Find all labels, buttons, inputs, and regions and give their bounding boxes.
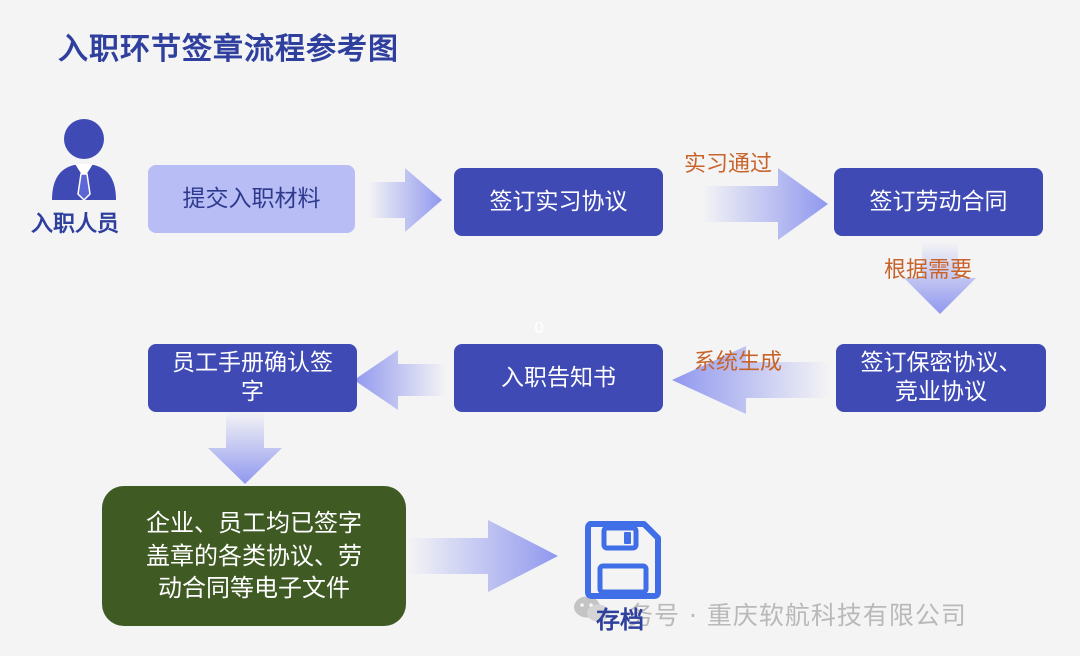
node-handbook-line2: 字 [241, 379, 264, 405]
person-icon [52, 119, 116, 202]
person-label: 入职人员 [31, 212, 120, 237]
arrow-final-to-archive [408, 520, 558, 592]
arrow-confidentiality-to-notice [672, 346, 830, 414]
page-title: 入职环节签章流程参考图 [58, 32, 399, 67]
floppy-disk-icon [585, 521, 661, 599]
node-final-line1: 企业、员工均已签字 [146, 509, 362, 538]
arrow-submit-to-intern [368, 168, 442, 232]
arrow-handbook-to-final [208, 412, 282, 484]
arrow-intern-to-labor [702, 168, 828, 240]
node-notice: 入职告知书 [454, 344, 663, 412]
node-confidentiality-line1: 签订保密协议、 [860, 350, 1022, 377]
archive-label: 存档 [596, 606, 644, 634]
stray-mark: 0 [534, 318, 545, 337]
arrow-labor-to-confidentiality [904, 242, 976, 314]
node-final-documents: 企业、员工均已签字 盖章的各类协议、劳 动合同等电子文件 [102, 486, 406, 626]
watermark: 务号 · 重庆软航科技有限公司 [628, 601, 967, 630]
wechat-icon [574, 596, 609, 622]
node-handbook: 员工手册确认签 字 [148, 344, 357, 412]
node-confidentiality-line2: 竞业协议 [895, 379, 987, 405]
node-submit-materials: 提交入职材料 [148, 165, 355, 233]
edge-label-internship-passed: 实习通过 [684, 152, 773, 177]
edge-label-as-needed: 根据需要 [884, 258, 973, 283]
node-intern-agreement: 签订实习协议 [454, 168, 663, 236]
node-handbook-line1: 员工手册确认签 [172, 350, 333, 377]
node-labor-contract: 签订劳动合同 [834, 168, 1043, 236]
arrow-notice-to-handbook [354, 350, 446, 410]
edge-label-system-generated: 系统生成 [694, 350, 783, 375]
node-final-line3: 动合同等电子文件 [158, 574, 350, 603]
node-confidentiality: 签订保密协议、 竞业协议 [836, 344, 1046, 412]
node-final-line2: 盖章的各类协议、劳 [146, 541, 362, 570]
